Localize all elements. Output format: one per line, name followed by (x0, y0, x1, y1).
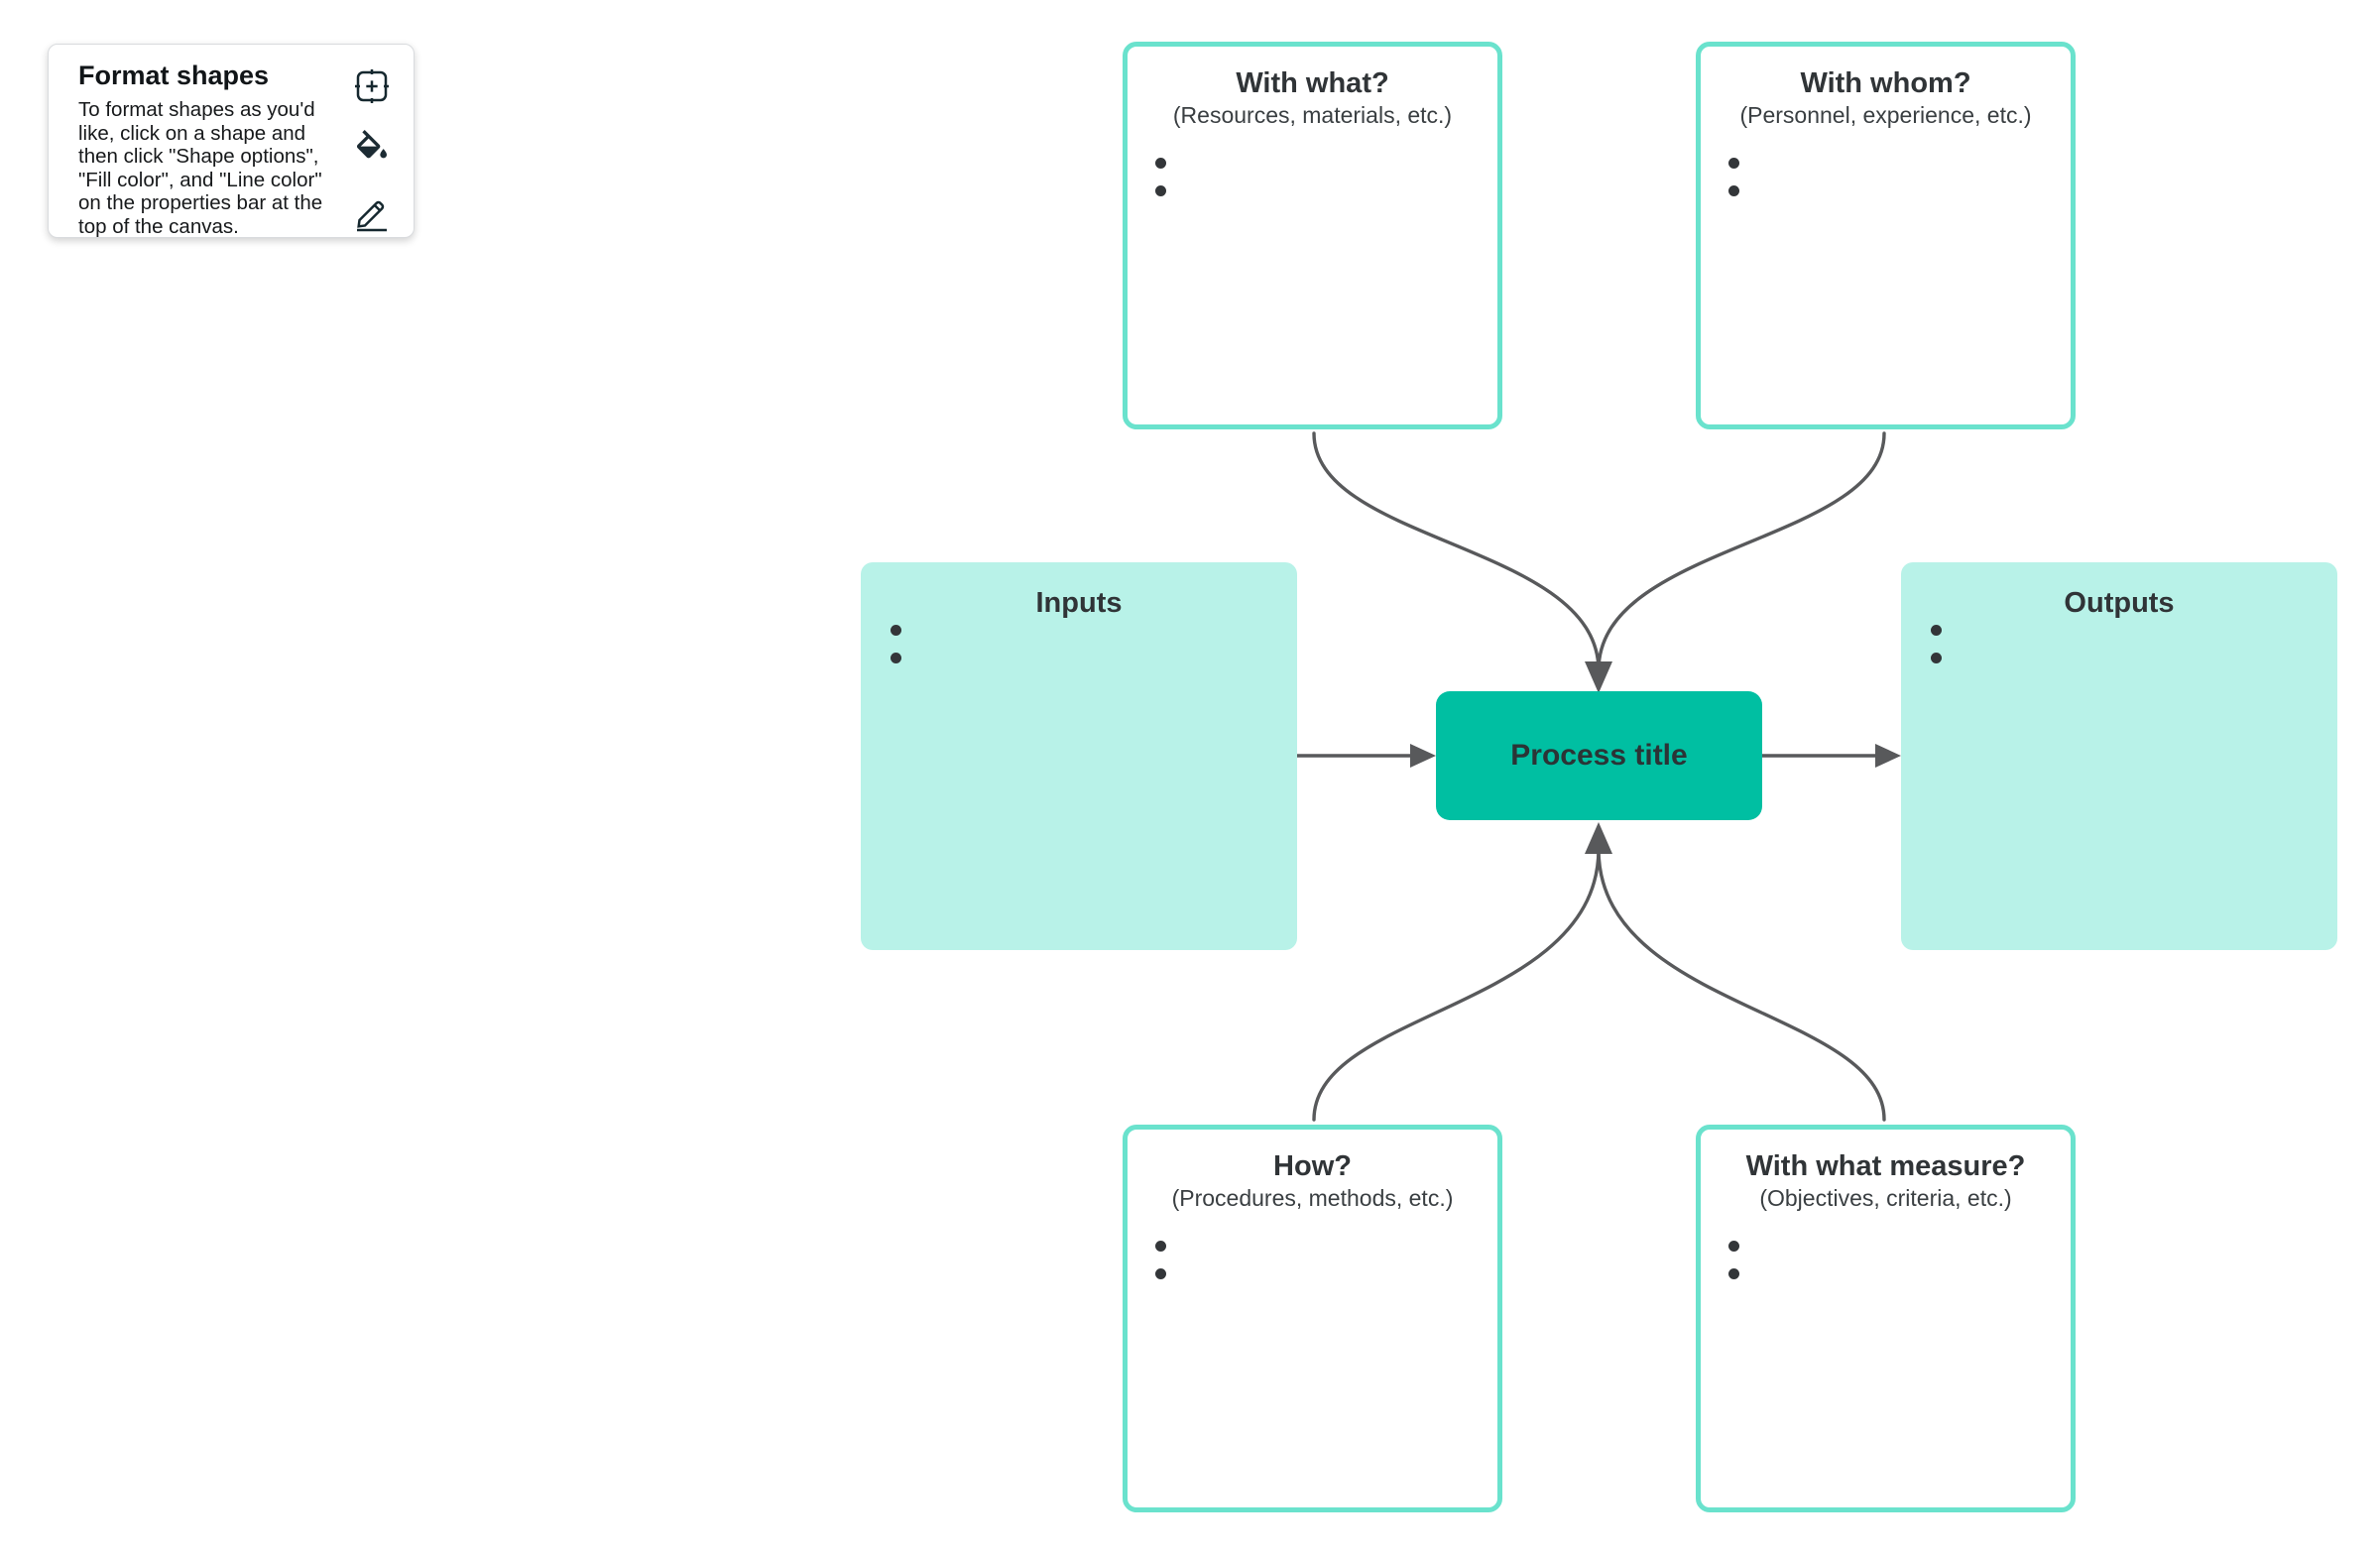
arrowhead-into-outputs (1875, 744, 1901, 768)
bullet-dot (1155, 185, 1166, 196)
with-what-measure-title: With what measure? (1745, 1150, 2026, 1182)
with-whom-subtitle: (Personnel, experience, etc.) (1739, 102, 2032, 128)
bullet-dot (1155, 158, 1166, 169)
inputs-bullets (891, 625, 901, 663)
help-card-title: Format shapes (78, 60, 270, 90)
with-what-measure-subtitle: (Objectives, criteria, etc.) (1759, 1185, 2012, 1211)
arrowhead-into-process-left (1410, 744, 1436, 768)
bullet-dot (1728, 1241, 1739, 1252)
connector-how-to-process[interactable] (1312, 847, 1601, 1122)
arrowhead-into-process-bottom (1585, 822, 1612, 854)
how-bullets (1155, 1241, 1166, 1279)
shape-outputs[interactable]: Outputs (1901, 562, 2337, 950)
line-color-icon (352, 193, 392, 233)
how-subtitle: (Procedures, methods, etc.) (1171, 1185, 1454, 1211)
bullet-dot (1728, 1268, 1739, 1279)
format-shapes-help-card[interactable]: Format shapes To format shapes as you'd … (48, 44, 415, 238)
bullet-dot (1931, 653, 1942, 663)
shape-inputs[interactable]: Inputs (861, 562, 1297, 950)
shape-process-title[interactable]: Process title (1436, 691, 1762, 820)
with-what-bullets (1155, 158, 1166, 196)
with-whom-title: With whom? (1800, 67, 1971, 99)
shape-with-what-measure[interactable]: With what measure? (Objectives, criteria… (1696, 1125, 2076, 1512)
connector-with-whom-to-process[interactable] (1597, 431, 1886, 672)
with-whom-bullets (1728, 158, 1739, 196)
help-card-body: To format shapes as you'd like, click on… (78, 98, 323, 238)
shape-how[interactable]: How? (Procedures, methods, etc.) (1123, 1125, 1502, 1512)
inputs-title: Inputs (1035, 587, 1123, 619)
bullet-dot (1155, 1241, 1166, 1252)
process-title-text: Process title (1510, 739, 1688, 772)
help-card-icons (352, 66, 392, 233)
fill-color-icon (352, 130, 392, 170)
arrowhead-into-process-top (1585, 661, 1612, 693)
shape-with-whom[interactable]: With whom? (Personnel, experience, etc.) (1696, 42, 2076, 429)
how-title: How? (1273, 1150, 1352, 1182)
bullet-dot (891, 625, 901, 636)
with-what-title: With what? (1236, 67, 1389, 99)
bullet-dot (1155, 1268, 1166, 1279)
shape-with-what[interactable]: With what? (Resources, materials, etc.) (1123, 42, 1502, 429)
bullet-dot (1931, 625, 1942, 636)
connector-with-what-to-process[interactable] (1312, 431, 1601, 672)
shape-options-icon (352, 66, 392, 106)
connector-measure-to-process[interactable] (1597, 847, 1886, 1122)
with-what-measure-bullets (1728, 1241, 1739, 1279)
outputs-bullets (1931, 625, 1942, 663)
bullet-dot (891, 653, 901, 663)
outputs-title: Outputs (2064, 587, 2175, 619)
with-what-subtitle: (Resources, materials, etc.) (1172, 102, 1453, 128)
bullet-dot (1728, 185, 1739, 196)
bullet-dot (1728, 158, 1739, 169)
